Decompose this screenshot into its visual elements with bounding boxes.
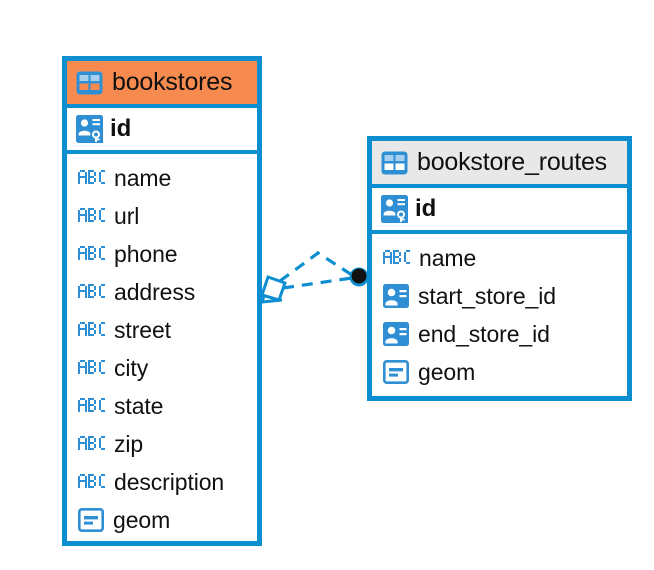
field-label: street <box>114 316 171 343</box>
abc-text-icon <box>383 250 410 266</box>
field-row[interactable]: geom <box>372 353 627 391</box>
entity-bookstores[interactable]: bookstores id <box>62 56 262 546</box>
field-row[interactable]: end_store_id <box>372 315 627 353</box>
field-row[interactable]: geom <box>67 501 257 539</box>
field-label: address <box>114 278 196 305</box>
geometry-icon <box>382 359 409 384</box>
field-label: url <box>114 202 140 229</box>
abc-text-icon <box>78 474 105 490</box>
entity-bookstore-routes[interactable]: bookstore_routes id <box>367 136 632 401</box>
entity-title: bookstores <box>112 68 233 96</box>
table-icon <box>76 71 103 95</box>
primary-key-row[interactable]: id <box>67 108 257 154</box>
entity-header-bookstores[interactable]: bookstores <box>67 61 257 108</box>
abc-text-icon <box>78 322 105 338</box>
field-label: description <box>114 468 225 495</box>
primary-key-row[interactable]: id <box>372 188 627 234</box>
entity-title: bookstore_routes <box>417 148 607 176</box>
field-label: end_store_id <box>418 320 550 347</box>
field-row[interactable]: start_store_id <box>372 277 627 315</box>
field-row[interactable]: zip <box>67 425 257 463</box>
diamond-arrow-marker <box>260 275 287 304</box>
primary-key-icon <box>381 195 408 223</box>
abc-text-icon <box>78 246 105 262</box>
field-label: phone <box>114 240 178 267</box>
field-row[interactable]: description <box>67 463 257 501</box>
field-label: city <box>114 354 149 381</box>
field-row[interactable]: url <box>67 197 257 235</box>
geometry-icon <box>77 507 104 532</box>
relationship-line-peaked <box>279 251 353 283</box>
field-row[interactable]: name <box>67 159 257 197</box>
foreign-key-icon <box>383 284 409 308</box>
table-icon <box>381 151 408 175</box>
field-label: start_store_id <box>418 282 556 309</box>
field-row[interactable]: state <box>67 387 257 425</box>
abc-text-icon <box>78 436 105 452</box>
primary-key-icon <box>76 115 103 143</box>
field-row[interactable]: phone <box>67 235 257 273</box>
abc-text-icon <box>78 398 105 414</box>
field-list-bookstore-routes: name start_store_id <box>372 234 627 391</box>
filled-dot-marker <box>349 267 369 287</box>
field-row[interactable]: city <box>67 349 257 387</box>
field-row[interactable]: address <box>67 273 257 311</box>
field-row[interactable]: name <box>372 239 627 277</box>
entity-header-bookstore-routes[interactable]: bookstore_routes <box>372 141 627 188</box>
field-label: geom <box>418 358 476 385</box>
field-label: zip <box>114 430 144 457</box>
field-label: state <box>114 392 164 419</box>
abc-text-icon <box>78 360 105 376</box>
abc-text-icon <box>78 170 105 186</box>
field-label: geom <box>113 506 171 533</box>
field-row[interactable]: street <box>67 311 257 349</box>
field-label: name <box>419 244 477 271</box>
abc-text-icon <box>78 284 105 300</box>
primary-key-label: id <box>415 195 437 222</box>
foreign-key-icon <box>383 322 409 346</box>
relationship-line-straight <box>282 276 353 290</box>
primary-key-label: id <box>110 115 132 142</box>
field-list-bookstores: name u <box>67 154 257 539</box>
field-label: name <box>114 164 172 191</box>
abc-text-icon <box>78 208 105 224</box>
